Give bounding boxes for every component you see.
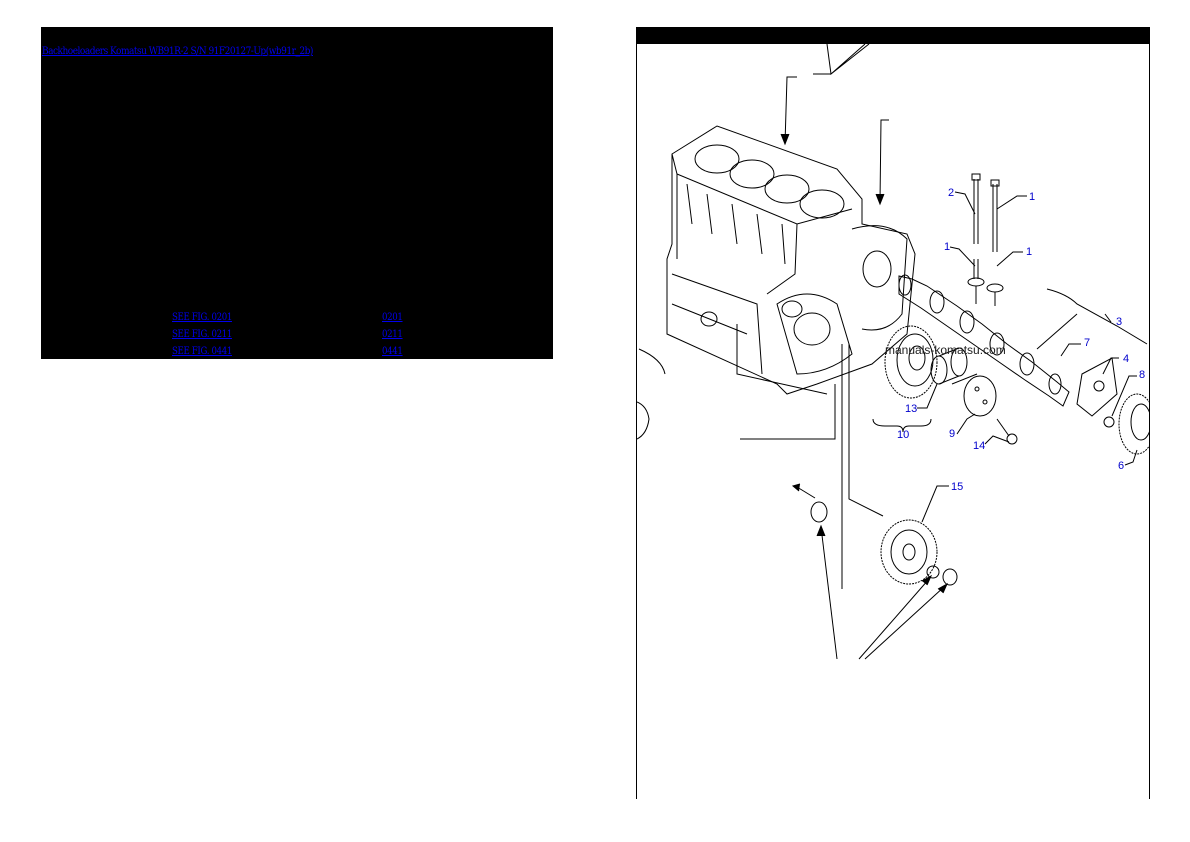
see-fig-link[interactable]: SEE FIG. 0441 [172,346,232,357]
part-callout-7: 7 [1084,337,1090,349]
fig-number-link[interactable]: 0441 [382,346,403,357]
figure-ref-row: SEE FIG. 0201 0201 [41,312,553,328]
diagram-header-bar [636,27,1150,44]
document-header-panel: Backhoeloaders Komatsu WB91R-2 S/N 91F20… [41,27,553,359]
model-title-link[interactable]: Backhoeloaders Komatsu WB91R-2 S/N 91F20… [42,45,313,57]
part-callout-14: 14 [973,440,985,452]
part-callout-4: 4 [1123,353,1129,365]
part-callout-15: 15 [951,481,963,493]
part-callout-13: 13 [905,403,917,415]
figure-ref-row: SEE FIG. 0211 0211 [41,329,553,345]
part-callout-1: 1 [1029,191,1035,203]
figure-ref-row: SEE FIG. 0441 0441 [41,346,553,359]
part-callout-1: 1 [1026,246,1032,258]
diagram-watermark: manuals-komatsu.com [885,343,1006,357]
fig-number-link[interactable]: 0201 [382,312,403,323]
part-callout-10: 10 [897,429,909,441]
see-fig-link[interactable]: SEE FIG. 0201 [172,312,232,323]
part-callout-1: 1 [944,241,950,253]
part-callout-2: 2 [948,187,954,199]
part-callout-6: 6 [1118,460,1124,472]
part-callout-3: 3 [1116,316,1122,328]
part-callout-9: 9 [949,428,955,440]
see-fig-link[interactable]: SEE FIG. 0211 [172,329,232,340]
fig-number-link[interactable]: 0211 [382,329,403,340]
part-callout-8: 8 [1139,369,1145,381]
